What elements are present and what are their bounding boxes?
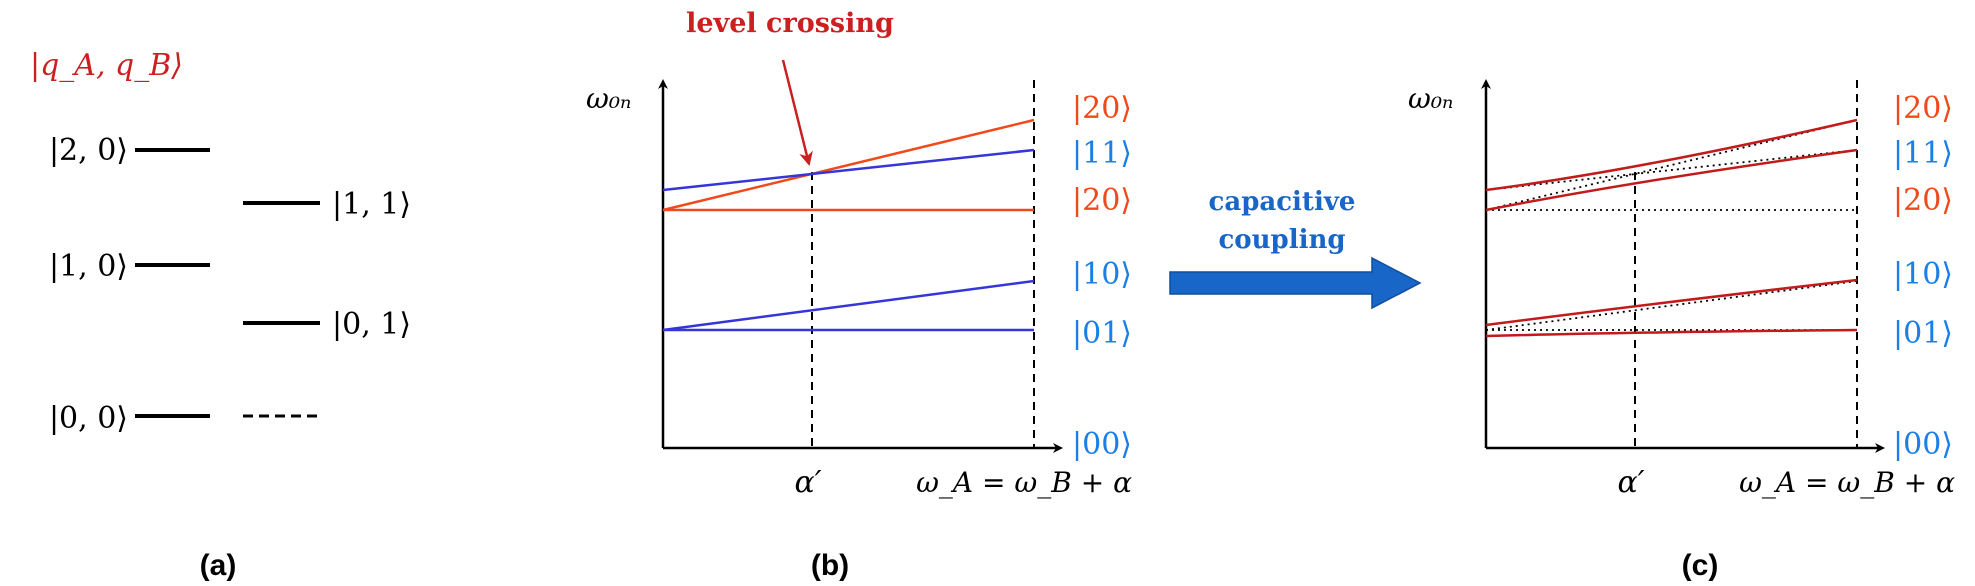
panel-c-coupled-01 [1485, 328, 1858, 338]
panel-c-coupled-10 [1485, 278, 1858, 327]
right-arrow-icon [1169, 256, 1422, 310]
panel-b-level-11 [662, 148, 1035, 192]
panel-c-uncoupled-10 [1485, 280, 1858, 331]
panel-c-coupled-upper [1485, 118, 1858, 192]
panel-c-state-20-lower: |20⟩ [1893, 183, 1953, 218]
panel-c-state-10: |10⟩ [1893, 257, 1953, 292]
panel-c-state-00: |00⟩ [1893, 427, 1953, 462]
level-label-00: |0, 0⟩ [49, 401, 128, 436]
panel-c-caption: (c) [1682, 549, 1719, 582]
panel-b-caption: (b) [811, 549, 849, 582]
panel-c: ω₀ₙ α′ ω_A = ω_B + α |20⟩ |11⟩ |20⟩ |10⟩… [1408, 79, 1955, 582]
level-label-01: |0, 1⟩ [332, 307, 411, 342]
panel-a-caption: (a) [200, 549, 237, 582]
panel-b-state-11: |11⟩ [1072, 136, 1132, 171]
panel-b-y-axis-label: ω₀ₙ [586, 82, 631, 115]
panel-b-level-20-rising [662, 118, 1035, 212]
level-label-20: |2, 0⟩ [49, 133, 128, 168]
panel-b-resonance-tick: ω_A = ω_B + α [916, 466, 1132, 499]
panel-b-state-20-upper: |20⟩ [1072, 91, 1132, 126]
panel-c-coupled-middle [1485, 148, 1858, 212]
panel-b-state-20-lower: |20⟩ [1072, 183, 1132, 218]
panel-b-level-10 [662, 279, 1035, 332]
panel-b-alpha-prime-tick: α′ [794, 465, 821, 500]
capacitive-coupling-arrow: capacitive coupling [1169, 187, 1422, 310]
panel-c-state-11: |11⟩ [1893, 136, 1953, 171]
level-crossing-arrow [781, 59, 813, 166]
panel-c-resonance-tick: ω_A = ω_B + α [1739, 466, 1955, 499]
panel-c-state-20-upper: |20⟩ [1893, 91, 1953, 126]
basis-state-header: |q_A, q_B⟩ [30, 48, 183, 83]
panel-c-uncoupled-11 [1485, 149, 1858, 191]
panel-b: ω₀ₙ level crossing α′ ω_A = ω_B + α |20⟩… [586, 8, 1132, 582]
panel-c-alpha-prime-tick: α′ [1617, 465, 1644, 500]
arrow-label-line-2: coupling [1218, 225, 1345, 255]
arrow-label-line-1: capacitive [1209, 187, 1356, 217]
level-label-10: |1, 0⟩ [49, 249, 128, 284]
level-crossing-label: level crossing [686, 8, 894, 39]
panel-b-state-10: |10⟩ [1072, 257, 1132, 292]
panel-b-state-01: |01⟩ [1072, 316, 1132, 351]
panel-a: |q_A, q_B⟩ |2, 0⟩ |1, 1⟩ |1, 0⟩ |0, 1⟩ |… [30, 48, 411, 582]
panel-c-state-01: |01⟩ [1893, 316, 1953, 351]
panel-c-y-axis-label: ω₀ₙ [1408, 82, 1453, 115]
panel-b-state-00: |00⟩ [1072, 427, 1132, 462]
level-label-11: |1, 1⟩ [332, 187, 411, 222]
